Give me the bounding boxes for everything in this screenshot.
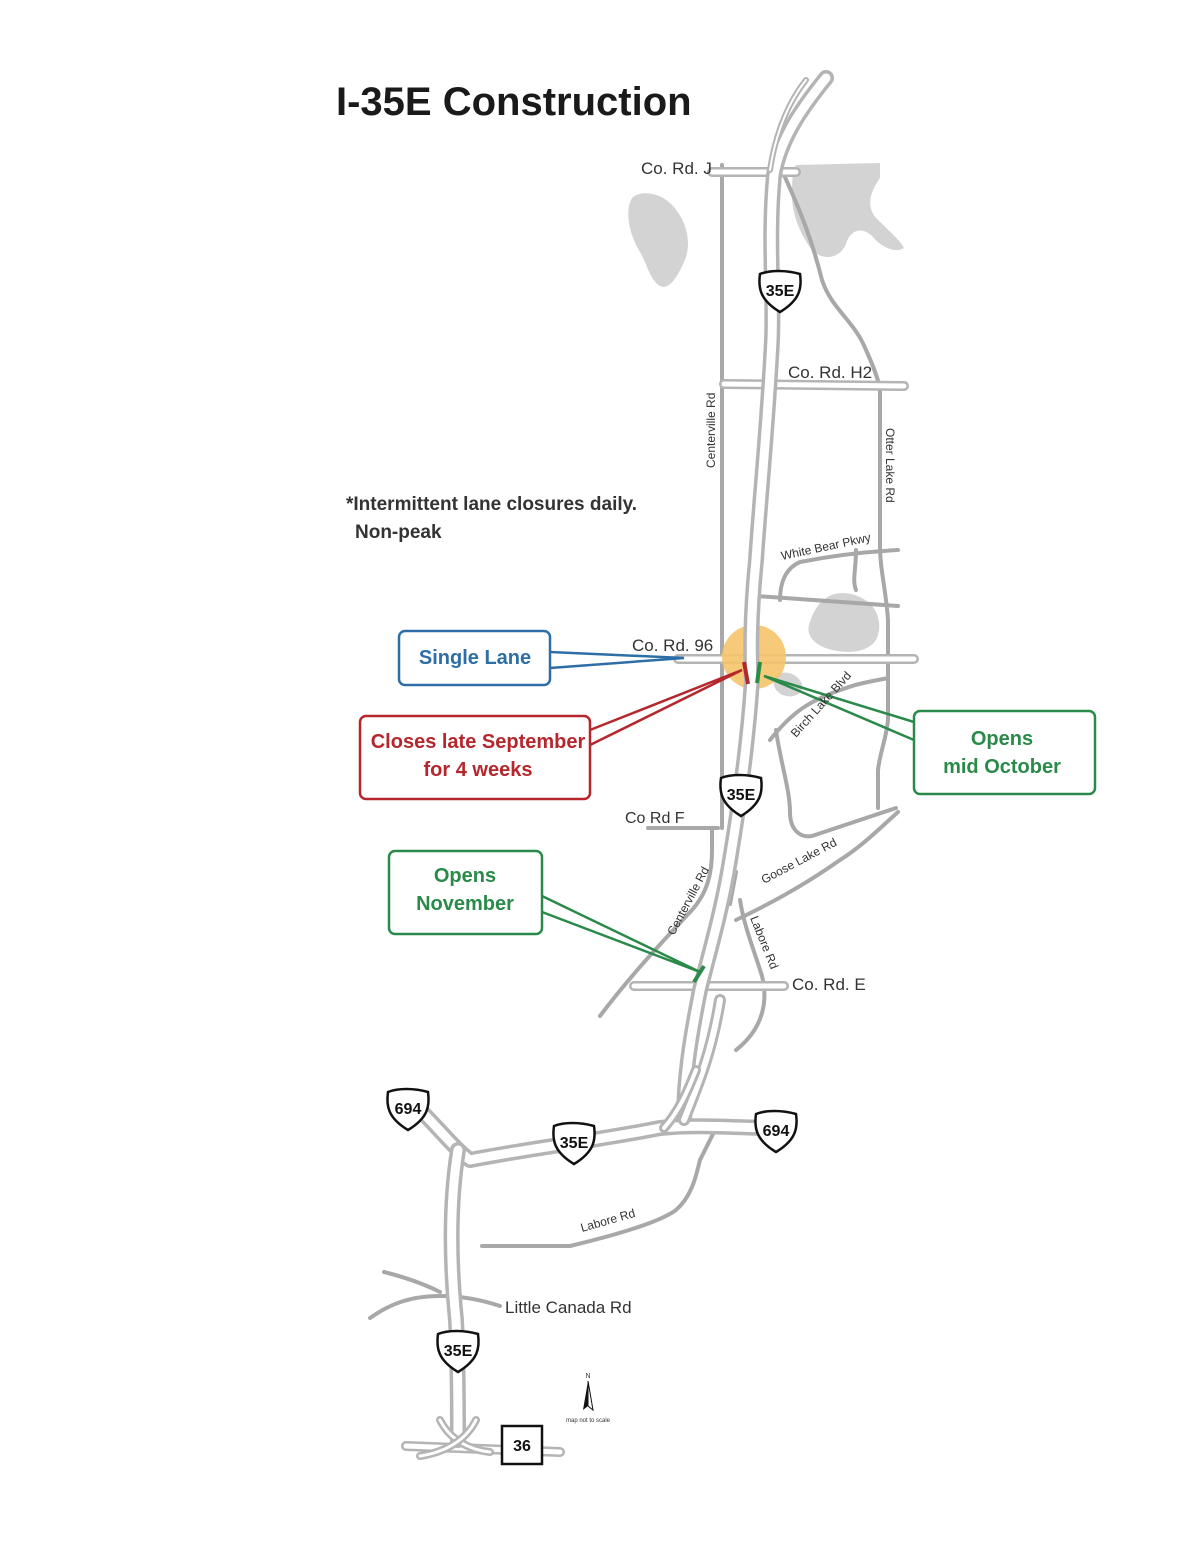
callout-single-lane: Single Lane — [397, 629, 552, 687]
svg-text:35E: 35E — [560, 1135, 589, 1152]
note-line2: Non-peak — [355, 522, 442, 543]
label-co-rd-f: Co Rd F — [625, 810, 685, 827]
callout-closes-line2: for 4 weeks — [424, 759, 533, 781]
label-little-canada-rd: Little Canada Rd — [505, 1298, 632, 1317]
shield-icon-694-east: 694 — [754, 1109, 798, 1154]
svg-text:35E: 35E — [727, 787, 756, 804]
svg-text:36: 36 — [513, 1438, 531, 1455]
svg-text:694: 694 — [763, 1123, 790, 1140]
label-co-rd-j: Co. Rd. J — [641, 159, 712, 178]
i694-corridor — [414, 994, 780, 1168]
shield-icon-35e-north: 35E — [758, 269, 802, 314]
label-otter-lake-rd: Otter Lake Rd — [883, 428, 897, 503]
callout-opens-november-line1: Opens — [434, 865, 496, 887]
callout-opens-october: Opens mid October — [912, 709, 1097, 796]
callout-opens-october-line1: Opens — [971, 728, 1033, 750]
note-line1: *Intermittent lane closures daily. — [346, 494, 637, 515]
callout-opens-november: Opens November — [387, 849, 544, 936]
callout-closes: Closes late September for 4 weeks — [358, 714, 592, 801]
north-arrow-icon: N — [583, 1373, 594, 1412]
callout-leaders — [541, 650, 915, 974]
i35e-mainline — [676, 70, 834, 1128]
callout-single-lane-text: Single Lane — [419, 647, 531, 669]
lake-northeast — [792, 163, 904, 258]
label-centerville-rd-south: Centerville Rd — [664, 864, 712, 937]
label-goose-lake-rd: Goose Lake Rd — [759, 835, 839, 887]
i35e-south — [416, 1142, 494, 1460]
opening-october-marker — [755, 661, 762, 684]
shield-icon-hwy-36: 36 — [500, 1424, 544, 1466]
lake-central — [808, 593, 880, 652]
svg-text:35E: 35E — [444, 1343, 473, 1360]
svg-text:694: 694 — [395, 1101, 422, 1118]
svg-text:N: N — [585, 1373, 590, 1380]
label-co-rd-e: Co. Rd. E — [792, 975, 866, 994]
map-title: I-35E Construction — [336, 80, 692, 124]
label-co-rd-96: Co. Rd. 96 — [632, 636, 713, 655]
shield-icon-694-west: 694 — [386, 1087, 430, 1132]
callout-closes-line1: Closes late September — [371, 731, 586, 753]
svg-text:35E: 35E — [766, 283, 795, 300]
label-co-rd-h2: Co. Rd. H2 — [788, 363, 872, 382]
scale-note: map not to scale — [566, 1418, 611, 1424]
lake-west — [628, 193, 688, 287]
label-centerville-rd-north: Centerville Rd — [704, 393, 718, 468]
callout-opens-november-line2: November — [416, 893, 514, 915]
shield-icon-35e-west: 35E — [552, 1121, 596, 1166]
shield-icon-35e-south: 35E — [436, 1329, 480, 1374]
local-roads — [368, 163, 900, 1320]
closed-ramp-marker — [742, 661, 750, 685]
shield-icon-35e-mid: 35E — [719, 773, 763, 818]
opening-november-marker — [692, 964, 706, 984]
callout-opens-october-line2: mid October — [943, 756, 1061, 778]
